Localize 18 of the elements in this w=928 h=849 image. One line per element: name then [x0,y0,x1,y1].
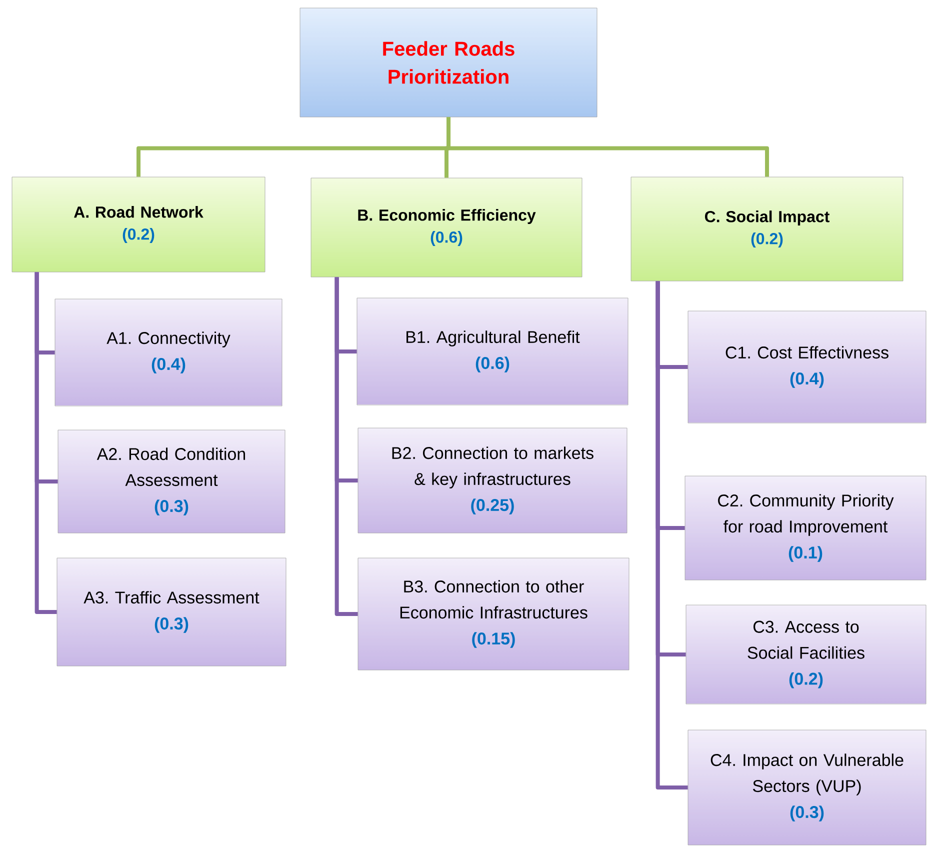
category-box: C. Social Impact (0.2) [630,176,904,282]
connector-line [334,277,358,616]
connector-line [656,281,688,790]
criterion-box: B3. Connection to other Economic Infrastructures (0.15) [358,558,630,670]
category-box: A. Road Network (0.2) [12,176,266,272]
connector-line [34,272,57,614]
connector-line [446,117,769,177]
criterion-box: C2. Community Priority for road Improvement (0.1) [684,476,926,580]
criterion-box: A3. Traffic Assessment (0.3) [56,558,286,666]
criterion-box: C1. Cost Effectivness (0.4) [688,310,926,424]
criterion-box: A2. Road Condition Assessment (0.3) [58,430,286,534]
criterion-box: B1. Agricultural Benefit (0.6) [356,298,628,406]
criterion-box: C4. Impact on Vulnerable Sectors (VUP) (0.3) [688,730,926,846]
criterion-box: C3. Access to Social Facilities (0.2) [686,604,926,704]
root-box: Feeder Roads Prioritization [300,8,598,118]
criterion-box: A1. Connectivity (0.4) [54,298,282,406]
category-box: B. Economic Efficiency (0.6) [310,178,582,278]
criterion-box: B2. Connection to markets & key infrastructures (0.25) [358,428,628,534]
